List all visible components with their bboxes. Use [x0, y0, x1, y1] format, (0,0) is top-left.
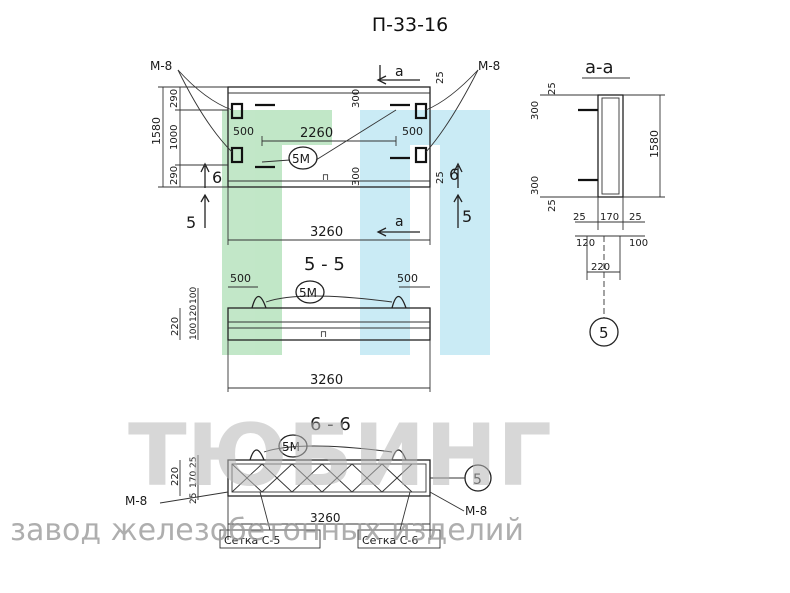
section-55-h-total: 220: [170, 317, 181, 336]
watermark-blocks: [222, 110, 490, 355]
section-66-h-25a: 25: [189, 457, 199, 468]
section-aa-w-100: 100: [629, 238, 648, 249]
section-55-loop-mark-text: 5М: [299, 286, 317, 300]
section-66-h-170: 170: [189, 471, 199, 488]
plan-overall-length: 3260: [310, 225, 343, 240]
section-66-title: 6 - 6: [310, 414, 351, 435]
plan-section-5-right: 5: [462, 207, 472, 226]
watermark-brand: ТЮБИНГ: [128, 406, 552, 506]
plan-mesh-left: М-8: [150, 59, 172, 73]
page-title: П-33-16: [371, 14, 449, 36]
plan-dim-25-top: 25: [435, 71, 446, 84]
section-aa-mark-text: 5: [599, 324, 609, 342]
section-55-h-100a: 100: [189, 287, 199, 304]
svg-text:⊓: ⊓: [320, 330, 327, 340]
section-66-h-25b: 25: [189, 493, 199, 504]
section-aa-w-220: 220: [591, 262, 610, 273]
section-5-5: 5 - 5 5М 500 500 ⊓ 220 100 120 100 3260: [170, 254, 431, 392]
plan-loop-mark-text: 5М: [292, 152, 310, 166]
section-a-a: а-а 1580 300 25 300 25 25 170 25 120 100…: [530, 57, 665, 347]
plan-h-mid: 1000: [169, 125, 180, 150]
plan-height: 1580: [150, 117, 163, 145]
section-6-6: 6 - 6 5М 5 220 25 170 25: [125, 414, 492, 549]
plan-section-6-left: 6: [212, 168, 222, 187]
section-55-length: 3260: [310, 373, 343, 388]
section-66-mesh-left: М-8: [125, 494, 147, 508]
section-55-outline: [227, 307, 431, 341]
svg-text:⊓: ⊓: [322, 173, 329, 183]
section-66-h-220: 220: [170, 467, 181, 486]
section-66-length: 3260: [310, 511, 341, 525]
section-aa-w-120: 120: [576, 238, 595, 249]
section-aa-top-25: 25: [547, 82, 558, 95]
section-aa-w-25b: 25: [629, 212, 642, 223]
section-66-mesh-right: М-8: [465, 504, 487, 518]
plan-slab-outline: [227, 86, 431, 188]
plan-h-top: 290: [169, 89, 180, 108]
plan-dim-300-top: 300: [351, 89, 362, 108]
plan-loop-mark: [288, 146, 318, 170]
section-aa-mark: [589, 317, 619, 347]
section-aa-top-300: 300: [530, 101, 541, 120]
plan-edge-right: 500: [402, 125, 423, 138]
section-66-mark-text: 5: [473, 472, 482, 488]
section-66-setka-left: Сетка С-5: [224, 534, 280, 547]
section-aa-outline: [597, 94, 624, 198]
plan-section-a-bot: а: [395, 214, 404, 230]
section-aa-w-25a: 25: [573, 212, 586, 223]
section-66-loop-mark-text: 5М: [282, 440, 300, 454]
plan-section-6-right: 6: [449, 165, 459, 184]
watermark-tagline: завод железобетонных изделий: [10, 513, 524, 548]
section-55-h-120: 120: [189, 305, 199, 322]
plan-section-5-left: 5: [186, 213, 196, 232]
section-66-loop-mark: [278, 434, 308, 458]
section-55-loop-mark: [295, 280, 325, 304]
section-aa-height: 1580: [648, 130, 661, 158]
section-aa-w-170: 170: [600, 212, 619, 223]
section-55-title: 5 - 5: [304, 254, 345, 275]
section-55-edge-left: 500: [230, 272, 251, 285]
section-aa-bot-300: 300: [530, 176, 541, 195]
section-aa-title: а-а: [585, 57, 614, 78]
section-aa-bot-25: 25: [547, 199, 558, 212]
section-55-edge-right: 500: [397, 272, 418, 285]
section-55-h-100b: 100: [189, 323, 199, 340]
plan-dim-300-bot: 300: [351, 167, 362, 186]
plan-h-bot: 290: [169, 166, 180, 185]
plan-mesh-right: М-8: [478, 59, 500, 73]
plan-dim-25-bot: 25: [435, 171, 446, 184]
plan-edge-left: 500: [233, 125, 254, 138]
plan-section-a-top: а: [395, 64, 404, 80]
section-66-setka-right: Сетка С-6: [362, 534, 418, 547]
plan-view: 2260 500 500 5М ⊓ М-8 М-8 3260 1580 290 …: [150, 59, 500, 245]
plan-inner-length: 2260: [300, 126, 333, 141]
